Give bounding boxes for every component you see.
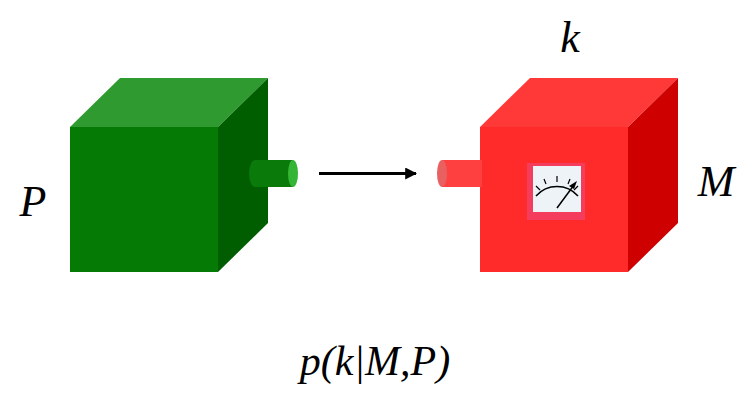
preparation-cube	[70, 78, 298, 272]
preparation-device: P	[70, 78, 295, 272]
measurement-device: kM	[440, 78, 678, 272]
device-symbol: M	[698, 160, 735, 204]
device-label: P	[20, 180, 47, 224]
device-label: k	[560, 16, 580, 60]
measurement-cube	[437, 78, 678, 272]
flow-arrow	[319, 172, 416, 175]
probability-label: p(k|M,P)	[300, 340, 450, 382]
